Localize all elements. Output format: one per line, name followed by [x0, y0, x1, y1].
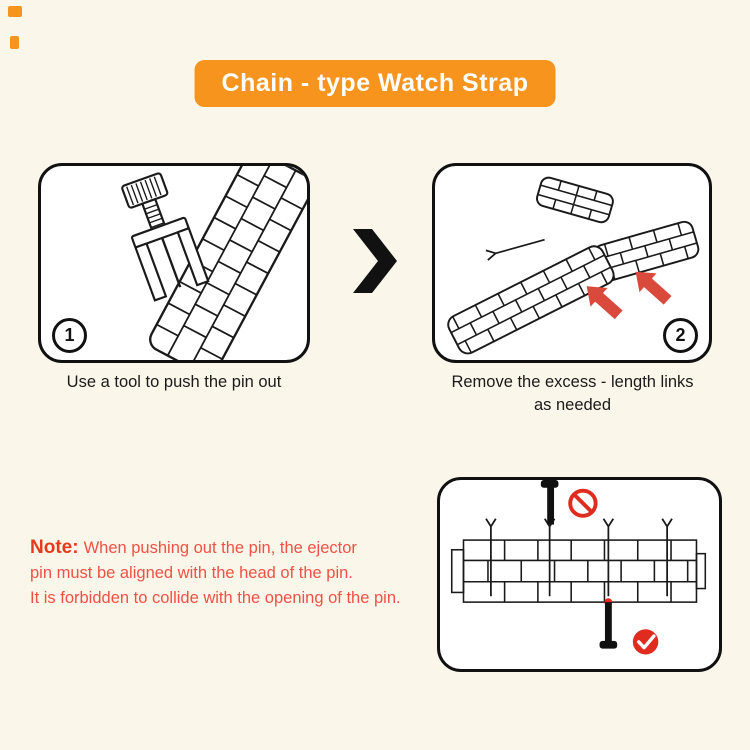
- alignment-diagram-panel: [437, 477, 722, 672]
- watch-band-illustration: [149, 166, 307, 360]
- step2-caption: Remove the excess - length links as need…: [425, 371, 720, 417]
- right-chevron-icon: [353, 229, 397, 293]
- alignment-diagram: [450, 480, 707, 655]
- step2-number-badge: 2: [663, 318, 698, 353]
- step1-panel: 1: [38, 163, 310, 363]
- check-icon: [632, 629, 659, 655]
- step2-illustration: [447, 176, 700, 355]
- step1-number: 1: [64, 325, 75, 345]
- red-arrow-icon: [635, 271, 672, 305]
- pin-pusher-tool-illustration: [121, 172, 210, 302]
- note-line: It is forbidden to collide with the open…: [30, 589, 401, 607]
- note-text: Note:When pushing out the pin, the eject…: [30, 535, 470, 611]
- note-line: pin must be aligned with the head of the…: [30, 564, 353, 582]
- decorative-mark: [10, 36, 19, 49]
- step1-illustration: [121, 166, 307, 360]
- decorative-mark: [8, 6, 22, 17]
- link-pins: [485, 518, 673, 597]
- step2-caption-line1: Remove the excess - length links: [451, 373, 694, 391]
- band-cross-section: [450, 539, 707, 603]
- loose-pin-illustration: [485, 238, 545, 261]
- step1-caption: Use a tool to push the pin out: [66, 373, 282, 391]
- pin-pusher-bottom-icon: [599, 602, 618, 649]
- note-label: Note:: [30, 537, 79, 558]
- note-line1-text: When pushing out the pin, the ejector: [83, 539, 357, 557]
- step1-number-badge: 1: [52, 318, 87, 353]
- note-line: Note:When pushing out the pin, the eject…: [30, 535, 470, 561]
- chain-links-illustration: [447, 176, 700, 355]
- step2-caption-line2: as needed: [533, 396, 612, 414]
- title-banner: Chain - type Watch Strap: [194, 60, 556, 107]
- prohibition-icon: [568, 488, 598, 518]
- step2-number: 2: [675, 325, 686, 345]
- pin-pusher-top-icon: [540, 480, 559, 525]
- page-title: Chain - type Watch Strap: [221, 69, 529, 97]
- red-arrow-icon: [586, 286, 623, 320]
- step2-panel: 2: [432, 163, 712, 363]
